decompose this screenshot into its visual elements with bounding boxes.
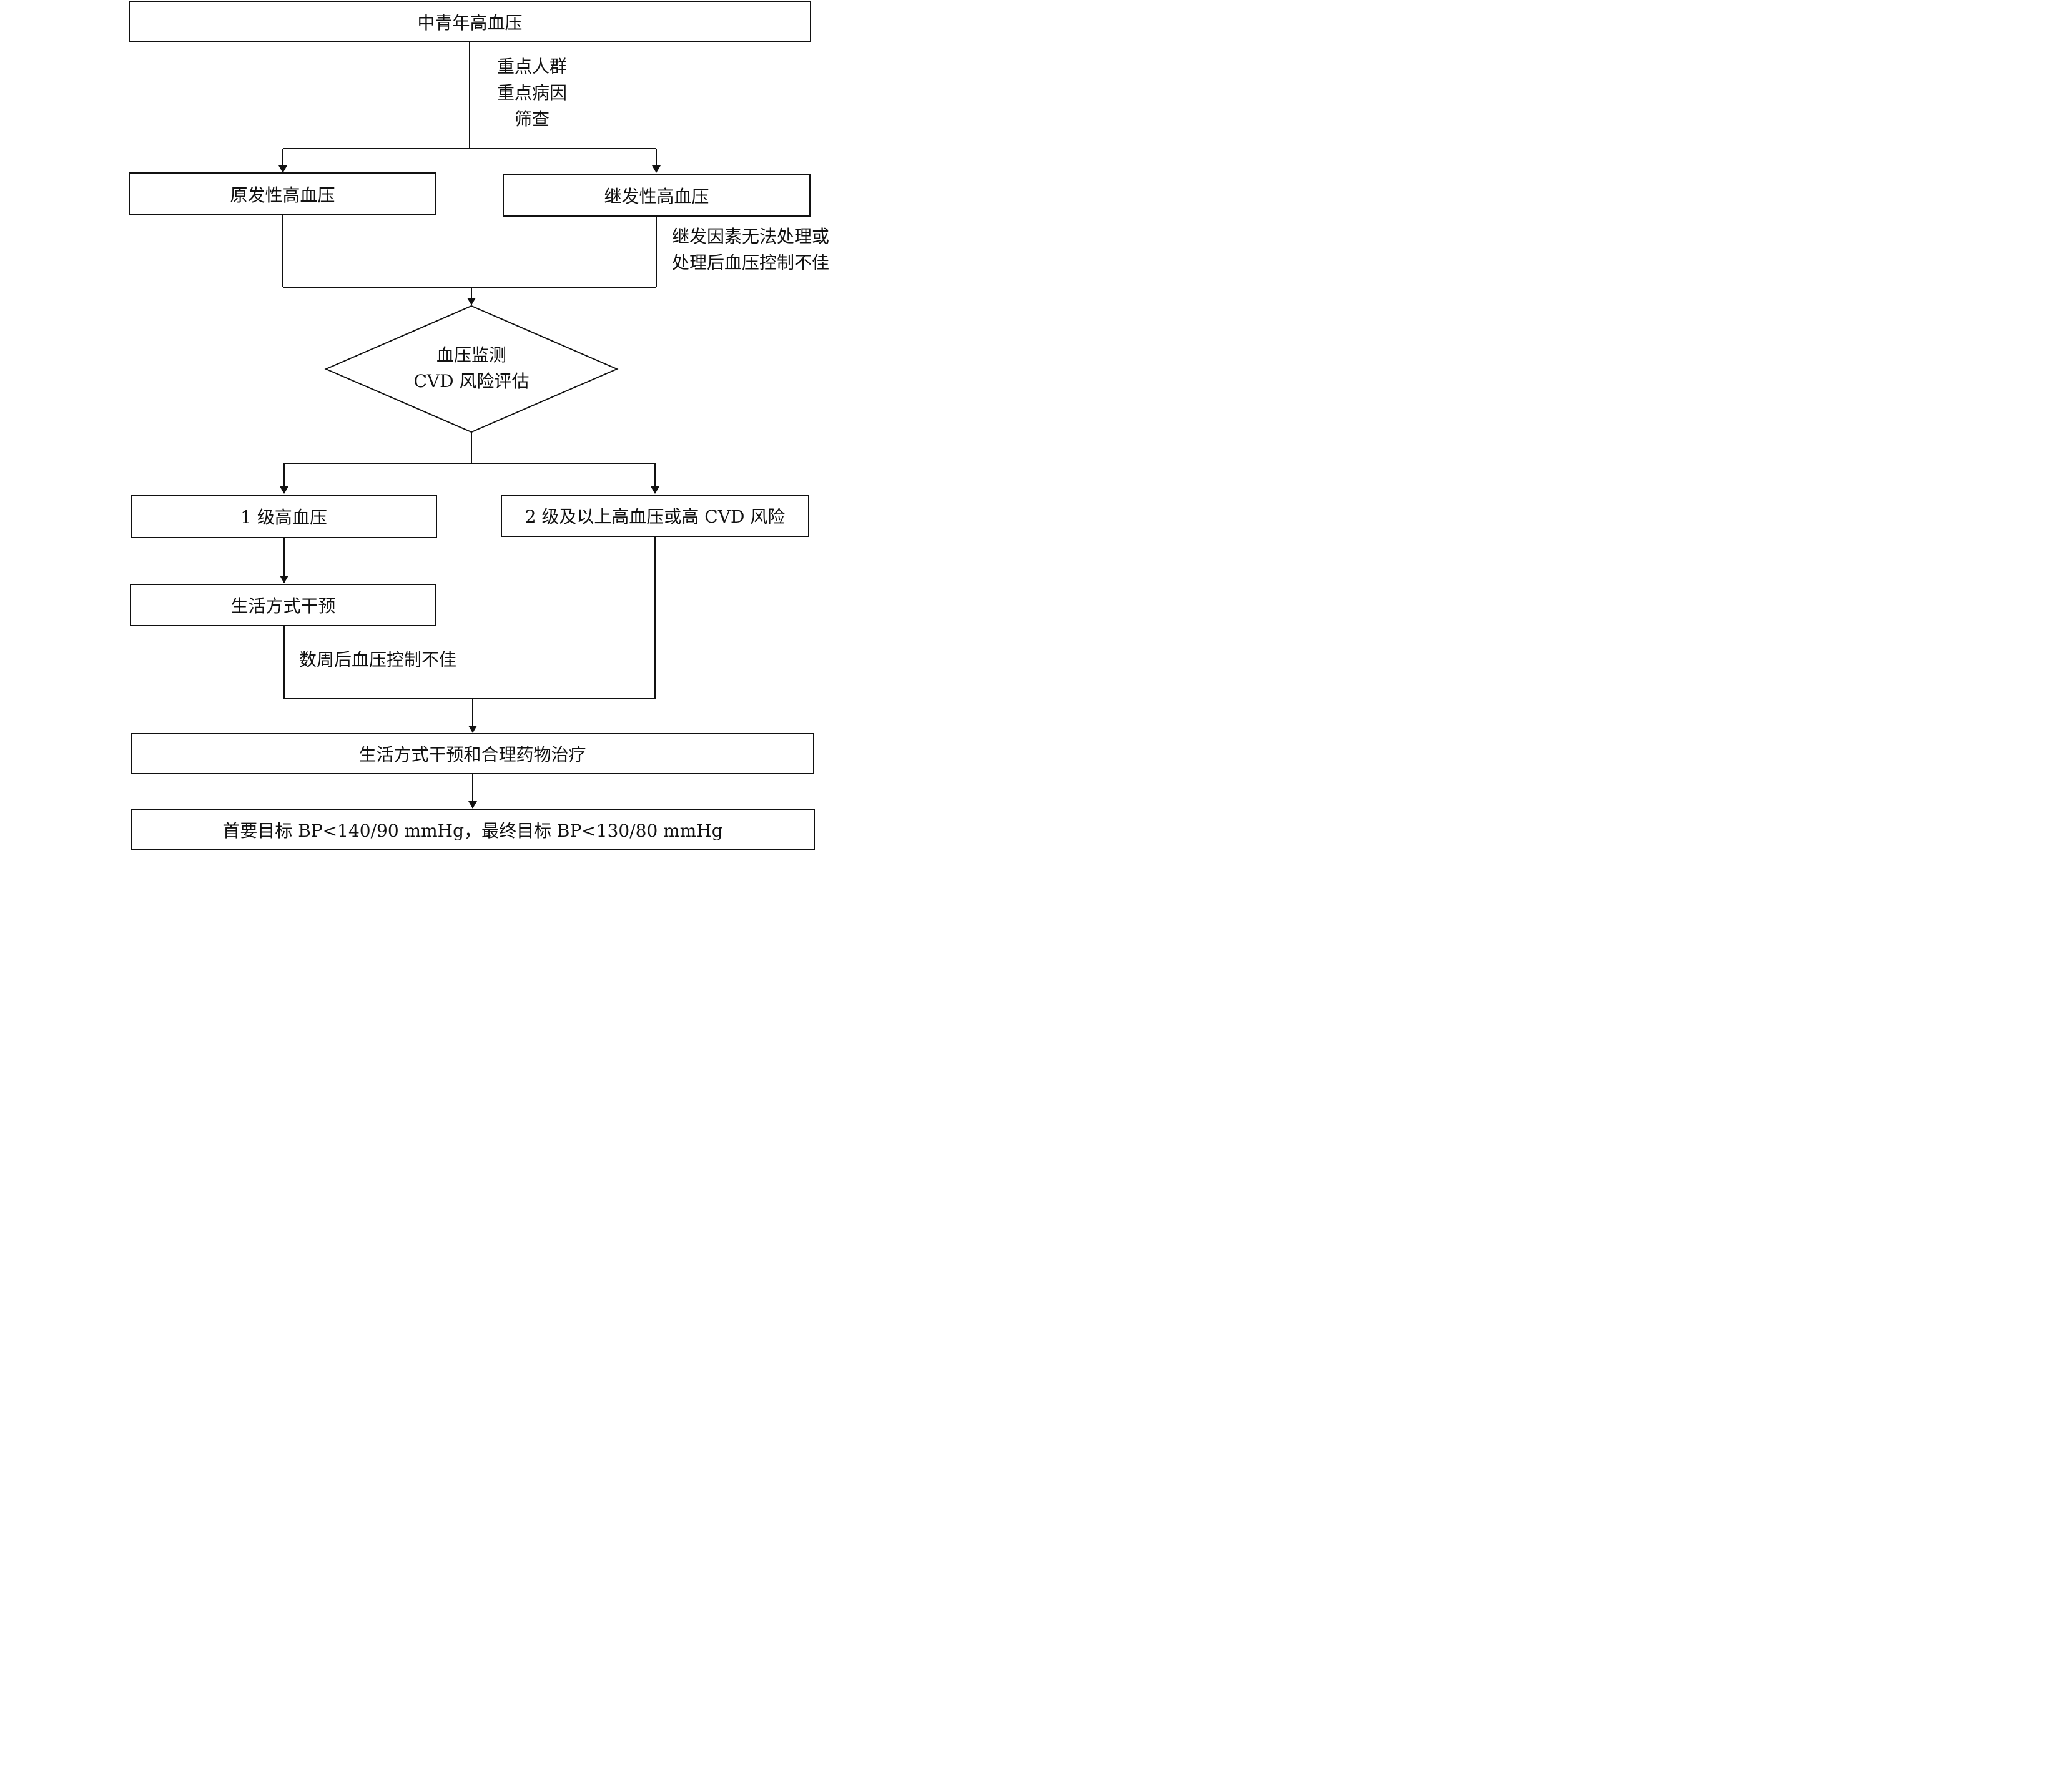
primary-hypertension-label: 原发性高血压 <box>230 184 335 205</box>
secondary-hypertension-label: 继发性高血压 <box>604 185 709 207</box>
root-box: 中青年高血压 <box>129 1 811 42</box>
lifestyle-box: 生活方式干预 <box>130 584 436 626</box>
hypertension-flowchart: 中青年高血压 重点人群 重点病因 筛查 原发性高血压 继发性高血压 继发因素无法… <box>0 0 968 850</box>
connector-lines <box>278 41 661 809</box>
secondary-note-line-2: 处理后血压控制不佳 <box>672 252 830 273</box>
root-label: 中青年高血压 <box>417 12 523 33</box>
secondary-note: 继发因素无法处理或 处理后血压控制不佳 <box>672 224 829 276</box>
secondary-note-line-1: 继发因素无法处理或 <box>672 226 830 247</box>
assessment-line-1: 血压监测 <box>436 345 506 365</box>
grade2plus-box: 2 级及以上高血压或高 CVD 风险 <box>501 495 809 537</box>
target-label: 首要目标 BP<140/90 mmHg，最终目标 BP<130/80 mmHg <box>222 820 723 841</box>
grade1-box: 1 级高血压 <box>131 495 437 538</box>
secondary-hypertension-box: 继发性高血压 <box>503 174 811 217</box>
screening-line-2: 重点病因 <box>496 82 567 103</box>
assessment-line-2: CVD 风险评估 <box>413 371 530 391</box>
assessment-label: 血压监测 CVD 风险评估 <box>326 342 617 395</box>
lifestyle-note: 数周后血压控制不佳 <box>299 649 457 670</box>
grade1-label: 1 级高血压 <box>240 507 327 528</box>
screening-line-3: 筛查 <box>514 109 550 129</box>
primary-hypertension-box: 原发性高血压 <box>129 172 436 215</box>
target-box: 首要目标 BP<140/90 mmHg，最终目标 BP<130/80 mmHg <box>131 809 815 850</box>
lifestyle-label: 生活方式干预 <box>230 596 336 616</box>
combined-treatment-box: 生活方式干预和合理药物治疗 <box>131 733 814 774</box>
screening-line-1: 重点人群 <box>496 56 567 77</box>
screening-note: 重点人群 重点病因 筛查 <box>487 54 577 132</box>
combined-treatment-label: 生活方式干预和合理药物治疗 <box>358 744 586 765</box>
grade2plus-label: 2 级及以上高血压或高 CVD 风险 <box>525 506 786 527</box>
